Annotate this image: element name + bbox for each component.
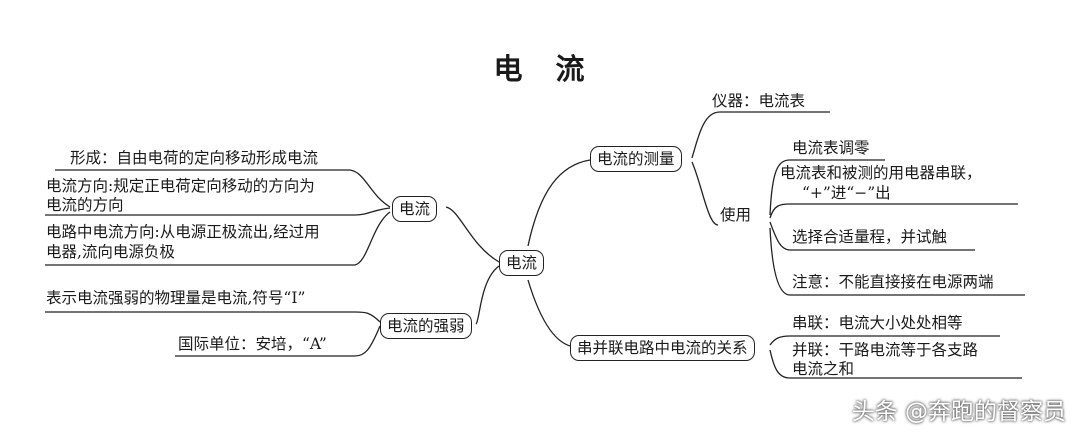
current-direction: 电流方向:规定正电荷定向移动的方向为 [46, 177, 315, 195]
node-measure: 电流的测量 [590, 146, 682, 172]
connector-center-relation [527, 279, 576, 348]
connector-current-circuit [45, 211, 391, 266]
connector-center-measure [527, 159, 591, 247]
connector-strength-meaning [45, 311, 381, 323]
use-item-range: 选择合适量程，并试触 [792, 228, 948, 246]
connector-strength-unit [175, 325, 381, 357]
measure-instrument: 仪器：电流表 [712, 92, 806, 110]
strength-unit: 国际单位：安培，“A” [178, 335, 327, 353]
measure-use-label: 使用 [720, 206, 752, 224]
page-title: 电 流 [493, 52, 587, 86]
node-strength: 电流的强弱 [380, 313, 472, 339]
center-node: 电流 [499, 250, 545, 276]
connector-use-zero [769, 159, 885, 216]
current-direction-2: 电流的方向 [46, 196, 124, 214]
connector-current-formation [55, 169, 391, 208]
connector-use-series [769, 203, 1018, 219]
relation-parallel-2: 电流之和 [792, 360, 855, 378]
connector-measure-instrument [691, 111, 830, 159]
connector-relation-series [769, 335, 1000, 346]
watermark: 头条 @奔跑的督察员 [851, 399, 1066, 425]
current-circuit-2: 电器,流向电源负极 [46, 243, 175, 261]
use-item-note: 注意：不能直接接在电源两端 [792, 273, 994, 291]
connector-use-range [769, 221, 975, 251]
relation-series: 串联：电流大小处处相等 [792, 314, 963, 332]
use-item-zero: 电流表调零 [792, 139, 870, 157]
strength-meaning: 表示电流强弱的物理量是电流,符号“I” [46, 289, 306, 307]
connector-use-note [769, 227, 1025, 296]
connector-center-current [445, 206, 500, 263]
node-relation: 串并联电路中电流的关系 [570, 335, 755, 361]
relation-parallel: 并联：干路电流等于各支路 [792, 341, 979, 359]
current-formation: 形成：自由电荷的定向移动形成电流 [70, 149, 319, 167]
connector-relation-parallel [769, 349, 1022, 379]
connector-current-direction [45, 207, 391, 216]
use-item-series-2: “+”进“−”出 [802, 184, 891, 202]
node-current: 电流 [392, 196, 438, 222]
current-circuit: 电路中电流方向:从电源正极流出,经过用 [46, 223, 320, 241]
connector-center-strength [475, 265, 500, 325]
connector-measure-use [691, 161, 719, 226]
use-item-series: 电流表和被测的用电器串联， [780, 164, 982, 182]
